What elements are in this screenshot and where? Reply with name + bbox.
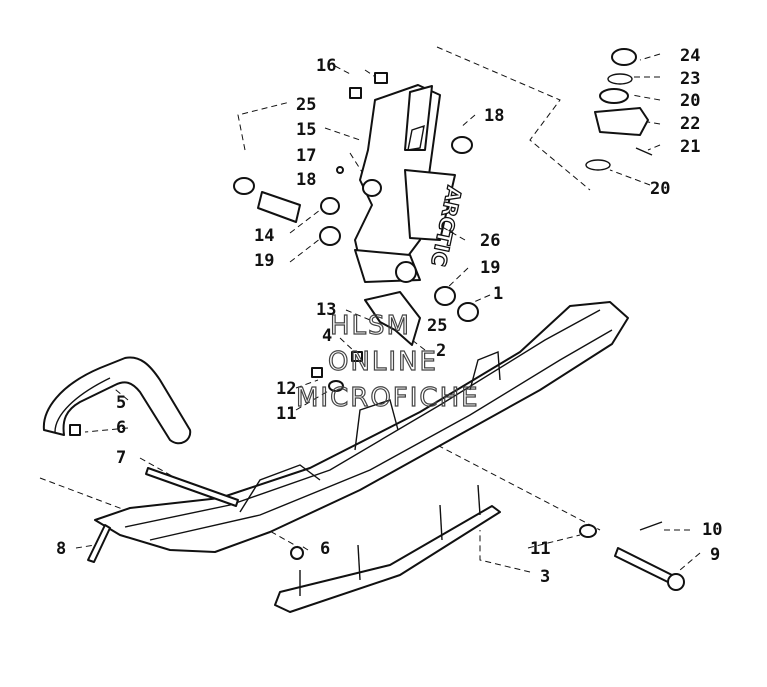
ski-body [94, 301, 629, 553]
callout-4: 4 [322, 326, 332, 346]
callout-11-upper: 11 [276, 404, 296, 424]
watermark-line-2: ONLINE [328, 347, 438, 377]
callout-3: 3 [540, 567, 550, 587]
runner [274, 484, 501, 613]
bushing-25-upper [233, 177, 255, 195]
watermark: HLSM ONLINE MICROFICHE [295, 310, 480, 413]
leader-lines [39, 46, 701, 573]
callout-12: 12 [276, 379, 296, 399]
callout-13: 13 [316, 300, 336, 320]
callout-25-upper: 25 [296, 95, 316, 115]
callout-16: 16 [316, 56, 336, 76]
callout-25-lower: 25 [427, 316, 447, 336]
callout-24: 24 [680, 46, 700, 66]
callout-18-left: 18 [296, 170, 316, 190]
callout-19-left: 19 [254, 251, 274, 271]
callout-2: 2 [436, 341, 446, 361]
callout-1: 1 [493, 284, 503, 304]
callout-20-upper: 20 [680, 91, 700, 111]
callout-18-right: 18 [484, 106, 504, 126]
nut-16 [374, 72, 388, 84]
saddle [364, 291, 421, 346]
hardware [69, 72, 685, 591]
watermark-line-3: MICROFICHE [296, 383, 480, 413]
callout-26: 26 [480, 231, 500, 251]
callout-23: 23 [680, 69, 700, 89]
callout-21: 21 [680, 137, 700, 157]
callout-6-lower: 6 [320, 539, 330, 559]
callout-22: 22 [680, 114, 700, 134]
callout-11-lower: 11 [530, 539, 550, 559]
spindle: ARCTIC [354, 84, 467, 283]
callout-10: 10 [702, 520, 722, 540]
callout-6-upper: 6 [116, 418, 126, 438]
callout-7: 7 [116, 448, 126, 468]
ski-handle [42, 356, 192, 445]
callout-15: 15 [296, 120, 316, 140]
callout-8: 8 [56, 539, 66, 559]
callout-14: 14 [254, 226, 274, 246]
bushings [233, 136, 479, 322]
callout-17: 17 [296, 146, 316, 166]
callout-9: 9 [710, 545, 720, 565]
watermark-line-1: HLSM [330, 311, 411, 341]
spindle-cap-parts [585, 48, 653, 171]
callouts: 24 23 20 22 21 20 16 25 15 17 18 18 14 2… [56, 46, 722, 587]
callout-5: 5 [116, 393, 126, 413]
callout-19-right: 19 [480, 258, 500, 278]
callout-20-lower: 20 [650, 179, 670, 199]
